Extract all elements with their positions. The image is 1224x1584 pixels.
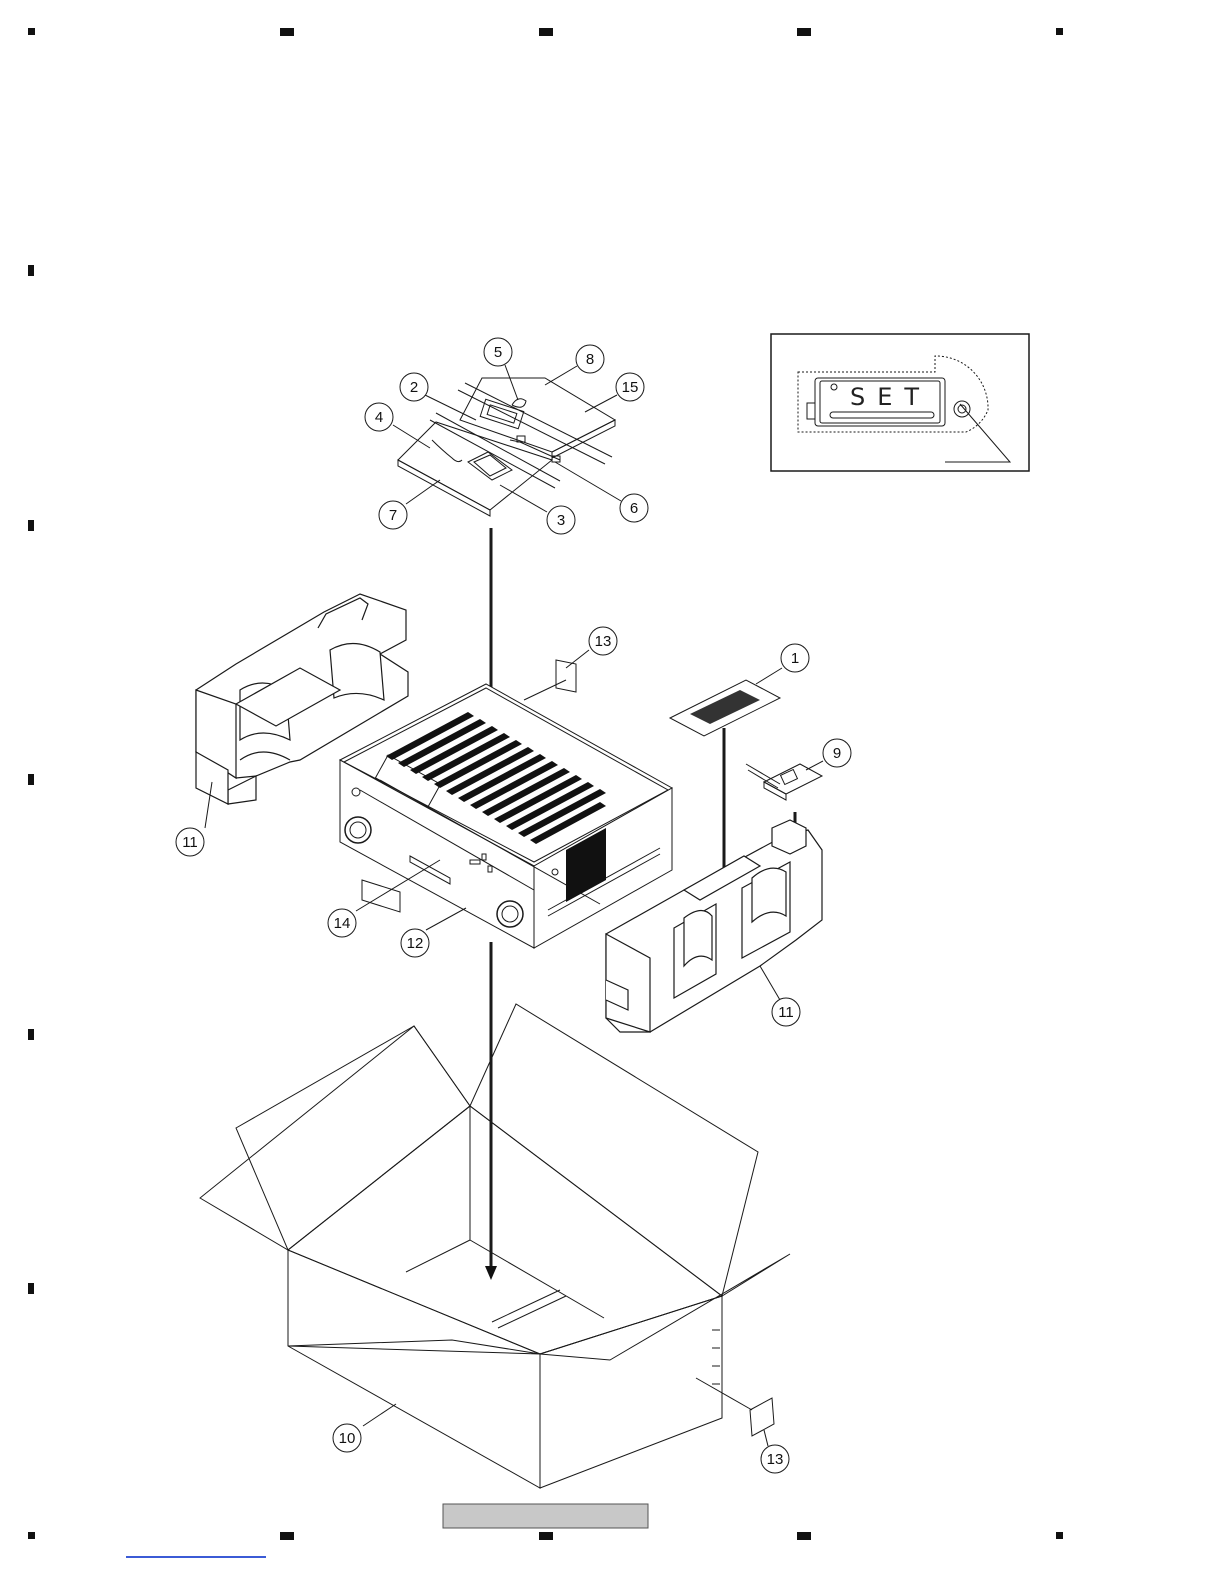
callout-11-left-number: 11 <box>182 834 198 851</box>
power-plug <box>746 764 822 800</box>
callout-6: 6 <box>620 494 648 522</box>
callout-4: 4 <box>365 403 393 431</box>
callout-13-top-number: 13 <box>595 633 612 650</box>
callout-9-number: 9 <box>833 745 841 762</box>
open-carton <box>200 1004 790 1488</box>
callout-12: 12 <box>401 929 429 957</box>
callout-9: 9 <box>823 739 851 767</box>
callout-11-right: 11 <box>772 998 800 1026</box>
callout-2: 2 <box>400 373 428 401</box>
callout-6-number: 6 <box>630 500 638 517</box>
callout-3-number: 3 <box>557 512 565 529</box>
callout-3: 3 <box>547 506 575 534</box>
callout-14-number: 14 <box>334 915 351 932</box>
callout-10-number: 10 <box>339 1430 356 1447</box>
callout-11-left: 11 <box>176 828 204 856</box>
callout-5: 5 <box>484 338 512 366</box>
callout-4-number: 4 <box>375 409 383 426</box>
callout-7: 7 <box>379 501 407 529</box>
callout-1: 1 <box>781 644 809 672</box>
callout-15-number: 15 <box>622 379 639 396</box>
set-display-inset: SET <box>771 334 1029 471</box>
callout-2-number: 2 <box>410 379 418 396</box>
callout-5-number: 5 <box>494 344 502 361</box>
accessory-bags <box>398 378 615 516</box>
callout-1-number: 1 <box>791 650 799 667</box>
label-sheet <box>670 680 780 736</box>
callout-13-bottom-number: 13 <box>767 1451 784 1468</box>
callout-15: 15 <box>616 373 644 401</box>
callout-8-number: 8 <box>586 351 594 368</box>
footer-bar <box>443 1504 648 1528</box>
footer-link-underline[interactable] <box>126 1556 266 1558</box>
callout-13-bottom: 13 <box>761 1445 789 1473</box>
set-display-label: SET <box>850 383 931 411</box>
callout-8: 8 <box>576 345 604 373</box>
callout-11-right-number: 11 <box>778 1004 794 1021</box>
callout-7-number: 7 <box>389 507 397 524</box>
callout-12-number: 12 <box>407 935 424 952</box>
callout-13-top: 13 <box>589 627 617 655</box>
callout-14: 14 <box>328 909 356 937</box>
callout-10: 10 <box>333 1424 361 1452</box>
